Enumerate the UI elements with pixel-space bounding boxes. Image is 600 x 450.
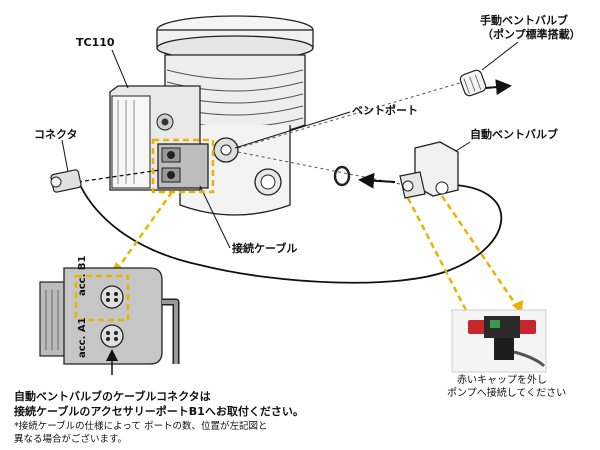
connector-label: コネクタ bbox=[34, 128, 78, 141]
highlight-box-cable bbox=[151, 138, 215, 194]
note-line2: 接続ケーブルのアクセサリーポートB1へお取付ください。 bbox=[14, 405, 304, 418]
auto-vent-valve bbox=[399, 141, 459, 199]
port-b1-label: acc. B1 bbox=[77, 255, 88, 296]
cable-port-detail bbox=[39, 267, 180, 375]
highlight-arrow-photo-left bbox=[406, 197, 472, 319]
note-line4: 異なる場合がございます。 bbox=[14, 434, 128, 445]
port-a1-label: acc. A1 bbox=[77, 317, 88, 358]
photo-caption-line2: ポンプへ接続してください bbox=[447, 388, 567, 399]
cable-label: 接続ケーブル bbox=[232, 242, 298, 255]
photo-caption-line1: 赤いキャップを外し bbox=[457, 375, 547, 386]
controller-label: TC110 bbox=[76, 36, 115, 49]
manual-valve-label: 手動ベントバルブ bbox=[480, 14, 568, 27]
highlight-arrow-photo-right bbox=[440, 195, 520, 309]
o-ring bbox=[333, 165, 351, 187]
connector-plug bbox=[50, 169, 82, 193]
valve-photo bbox=[451, 309, 547, 373]
auto-valve-label: 自動ベントバルブ bbox=[470, 128, 558, 141]
note-line3: *接続ケーブルの仕様によって ポートの数、位置が左記図と bbox=[14, 421, 268, 432]
manual-valve-sublabel: （ポンプ標準搭載） bbox=[482, 28, 581, 41]
tc110-controller bbox=[109, 85, 209, 191]
highlight-arrow-detail bbox=[116, 191, 174, 269]
direction-arrow bbox=[358, 172, 396, 189]
note-line1: 自動ベントバルブのケーブルコネクタは bbox=[14, 390, 211, 403]
vent-port-label: ベントポート bbox=[352, 104, 418, 117]
cables bbox=[61, 41, 519, 284]
manual-vent-valve bbox=[459, 69, 512, 97]
